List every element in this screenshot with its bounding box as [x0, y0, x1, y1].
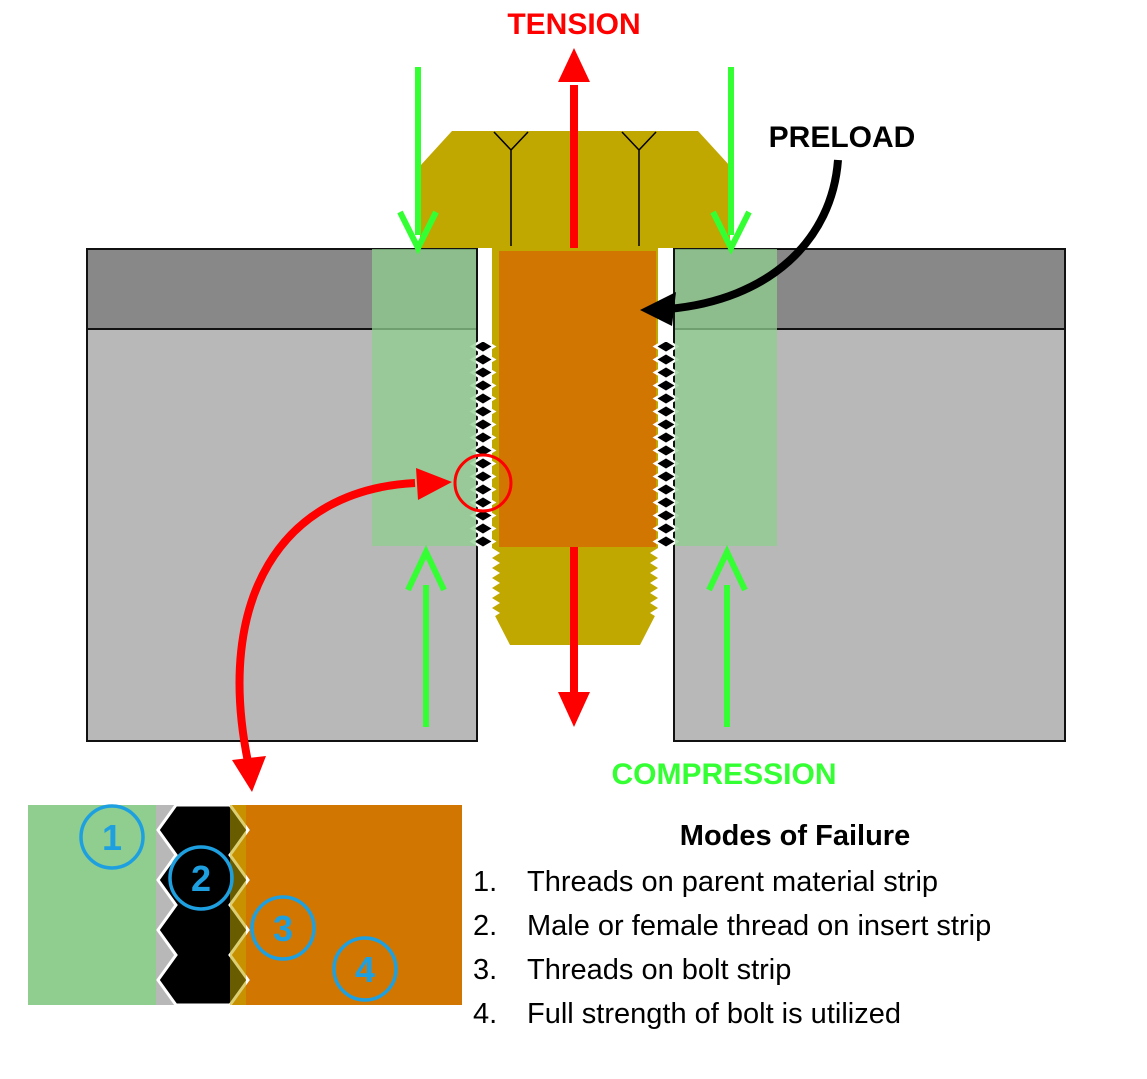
callout-circle-4	[332, 936, 398, 1002]
bolt-thread-tooth-left	[492, 558, 500, 568]
insert-core	[499, 251, 656, 547]
legend-item-1-number: 1.	[473, 866, 497, 898]
detail-pointer-head-top	[416, 468, 452, 500]
legend-item-1-text: Threads on parent material strip	[527, 866, 938, 898]
compression-arrow-left-head	[405, 544, 447, 592]
callout-number-3: 3	[273, 908, 293, 949]
bolt-thread-tooth-left	[492, 548, 500, 558]
callout-number-1: 1	[102, 817, 122, 858]
preload-arrow-head	[640, 292, 676, 326]
preload-arrow-curve	[667, 159, 842, 313]
legend-item-4-number: 4.	[473, 998, 497, 1030]
callout-circle-1	[79, 804, 145, 870]
bolt-thread-tooth-left	[492, 608, 500, 618]
bolt-head-edge-lines	[493, 131, 657, 246]
compression-label: COMPRESSION	[611, 758, 836, 791]
clamp-arrows-top	[397, 67, 752, 255]
bolt-thread-tooth-right	[650, 608, 658, 618]
inset-bolt-core	[230, 805, 462, 1005]
failure-modes-legend: Modes of Failure 1. Threads on parent ma…	[473, 820, 991, 1030]
bolt-thread-tooth-left	[492, 578, 500, 588]
detail-pointer-curve	[235, 479, 416, 763]
magnified-thread-inset	[28, 803, 462, 1007]
preload-arrow	[640, 159, 842, 326]
bolt-thread-tooth-right	[650, 598, 658, 608]
callout-circles: 1 2 3 4	[79, 804, 398, 1002]
bolt-thread-tooth-left	[492, 568, 500, 578]
detail-pointer-head-bottom	[232, 756, 266, 792]
insert-thread-strip-right	[652, 338, 680, 550]
bolt-thread-tooth-right	[650, 578, 658, 588]
callout-circle-3	[250, 895, 316, 961]
compression-arrow-right-head	[706, 544, 748, 592]
inset-bolt-thread-edge	[230, 805, 246, 1005]
bolt-thread-tooth-right	[650, 558, 658, 568]
tension-arrows	[558, 48, 590, 727]
legend-title: Modes of Failure	[680, 820, 910, 852]
legend-item-3-text: Threads on bolt strip	[527, 954, 791, 986]
bolt-thread-tooth-right	[650, 548, 658, 558]
legend-item-4-text: Full strength of bolt is utilized	[527, 998, 901, 1030]
compression-arrows-bottom	[405, 544, 748, 727]
bolt-thread-tooth-left	[492, 588, 500, 598]
legend-item-2-text: Male or female thread on insert strip	[527, 910, 991, 942]
detail-circle	[453, 453, 513, 513]
clamp-arrow-left-head	[397, 210, 439, 255]
bolt-thread-tooth-right	[650, 588, 658, 598]
legend-item-2-number: 2.	[473, 910, 497, 942]
bolt-thread-tooth-left	[492, 598, 500, 608]
callout-number-4: 4	[355, 949, 375, 990]
bolt-thread-teeth	[492, 548, 658, 618]
inset-parent-material	[28, 805, 156, 1005]
tension-label: TENSION	[507, 8, 640, 41]
legend-item-3-number: 3.	[473, 954, 497, 986]
preload-label: PRELOAD	[769, 121, 916, 154]
tension-arrow-up-head	[558, 48, 590, 82]
callout-number-2: 2	[191, 858, 211, 899]
callout-circle-2	[168, 845, 234, 911]
inset-gap	[156, 805, 176, 1005]
tension-arrow-down-head	[558, 692, 590, 727]
bolt-thread-tooth-right	[650, 568, 658, 578]
clamp-arrow-right-head	[710, 210, 752, 255]
